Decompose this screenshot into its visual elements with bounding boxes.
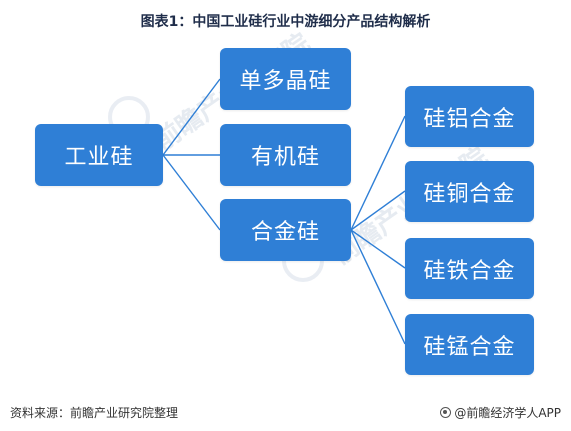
connector-line [162,154,221,231]
node-level1: 有机硅 [220,124,351,186]
node-level2: 硅锰合金 [405,314,534,375]
brand-label: @前瞻经济学人APP [454,406,561,420]
brand-logo-icon [440,407,452,418]
connector-line [350,229,406,345]
chart-title: 图表1：中国工业硅行业中游细分产品结构解析 [140,14,431,30]
node-level2: 硅铜合金 [405,161,534,222]
node-level2: 硅铝合金 [405,86,534,147]
connector-line [350,115,406,231]
node-level1: 单多晶硅 [220,48,351,110]
connector-line [350,190,406,231]
node-level1: 合金硅 [220,199,351,261]
node-level2: 硅铁合金 [405,238,534,299]
source-note: 资料来源：前瞻产业研究院整理 [10,406,179,420]
connector-line [350,229,406,269]
connector-line [162,78,221,156]
brand-credit: @前瞻经济学人APP [440,404,561,421]
node-root: 工业硅 [35,124,163,186]
